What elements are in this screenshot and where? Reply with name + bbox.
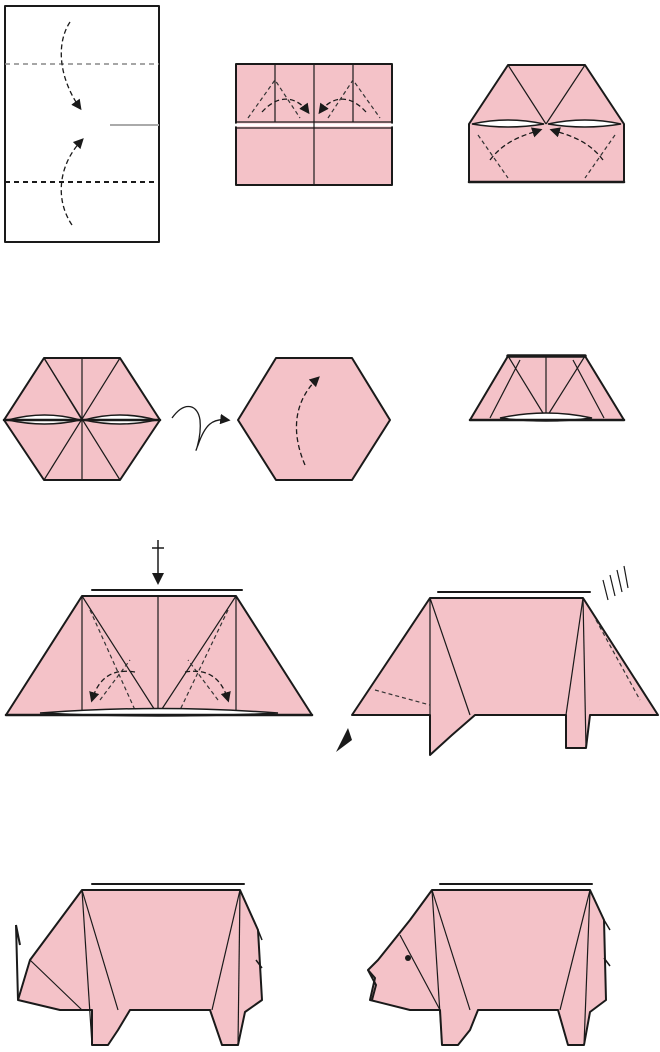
pig-eye [405, 955, 411, 961]
paper-folded [238, 358, 390, 480]
step-6 [470, 356, 624, 421]
step-2 [236, 64, 392, 185]
step-4 [4, 358, 160, 480]
turn-over-icon [172, 406, 228, 450]
inside-reverse-fold-icon [603, 566, 628, 600]
pig-body [352, 598, 658, 755]
paper-folded [6, 596, 312, 715]
step-5 [238, 358, 390, 480]
snout [16, 925, 20, 1000]
step-7 [6, 540, 312, 716]
step-9 [16, 884, 262, 1045]
step-1 [5, 6, 159, 242]
step-10 [368, 884, 610, 1045]
push-arrow-icon [336, 728, 352, 752]
step-8 [336, 566, 658, 755]
pig-body [18, 890, 262, 1045]
paper-folded [470, 356, 624, 420]
step-3 [469, 65, 624, 182]
